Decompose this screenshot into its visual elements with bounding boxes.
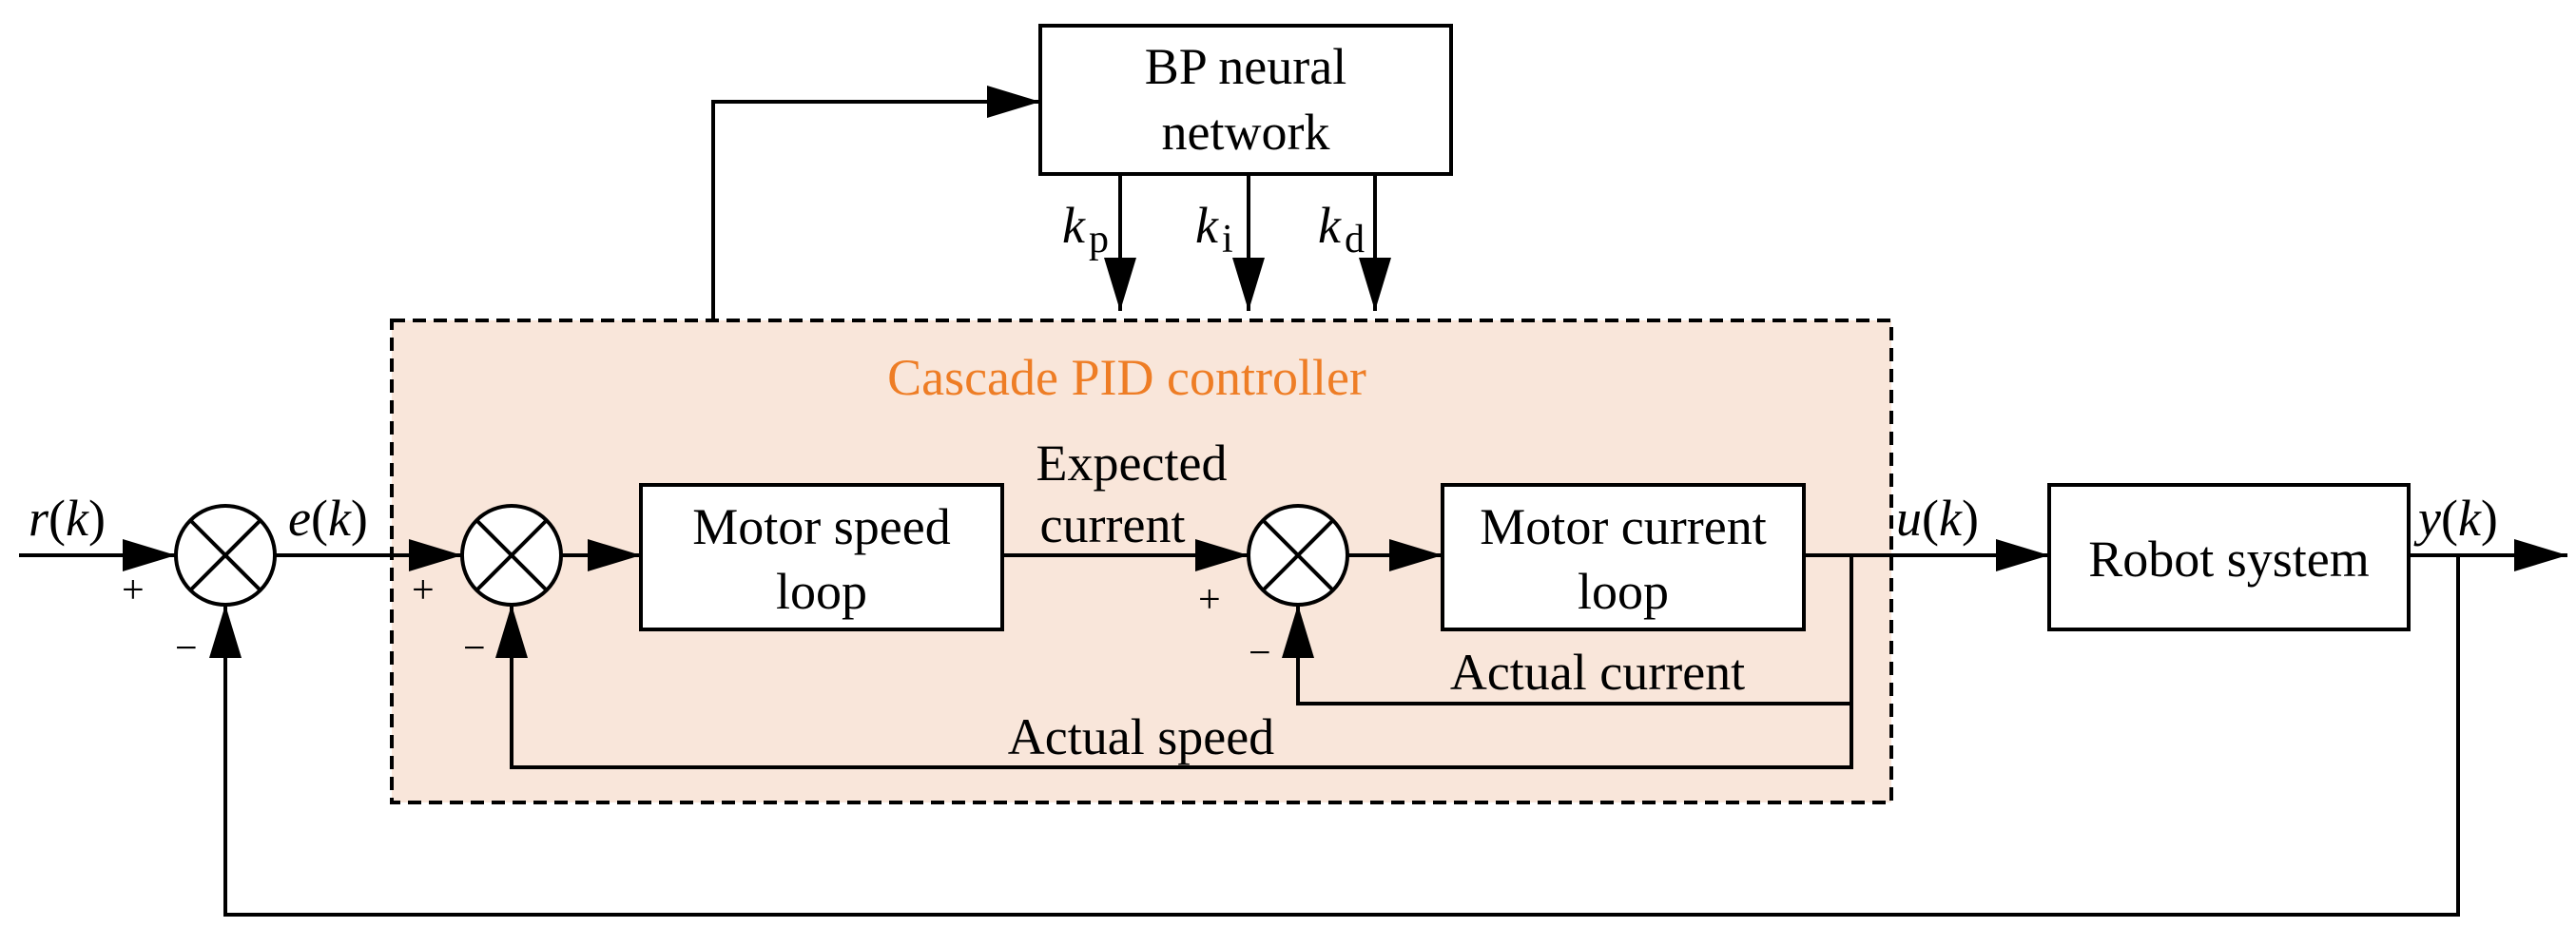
e-k-label: e(k): [288, 490, 368, 547]
u-k-label: u(k): [1896, 490, 1979, 547]
minus-sign-current: −: [1249, 631, 1271, 675]
bp-network-label-line2: network: [1162, 104, 1330, 161]
actual-speed-feedback: [495, 605, 1853, 769]
minus-sign-outer: −: [175, 627, 198, 670]
motor-current-loop-block: Motor current loop: [1441, 483, 1806, 631]
svg-text:u(k): u(k): [1896, 490, 1979, 547]
cascade-pid-title: Cascade PID controller: [887, 349, 1366, 406]
r-k-label: r(k): [29, 490, 106, 547]
svg-text:k: k: [1195, 197, 1219, 254]
kp-label: k p: [1062, 197, 1109, 261]
svg-text:r(k): r(k): [29, 490, 106, 547]
minus-sign-speed: −: [463, 627, 486, 670]
actual-speed-label: Actual speed: [1008, 708, 1274, 765]
plus-sign-current: +: [1198, 578, 1221, 622]
expected-current-label-1: Expected: [1036, 435, 1228, 492]
robot-system-label: Robot system: [2088, 531, 2370, 588]
kd-label: k d: [1318, 197, 1365, 261]
motor-speed-loop-block: Motor speed loop: [639, 483, 1004, 631]
bp-input-line: [711, 86, 1040, 320]
svg-text:k: k: [1318, 197, 1342, 254]
svg-text:e(k): e(k): [288, 490, 368, 547]
actual-current-label: Actual current: [1450, 644, 1745, 701]
outer-feedback: [209, 555, 2460, 917]
svg-text:k: k: [1062, 197, 1086, 254]
bp-neural-network-block: BP neural network: [1038, 24, 1453, 176]
current-loop-line2: loop: [1578, 563, 1669, 620]
actual-current-feedback: [1282, 555, 1853, 705]
summing-junction-speed: [460, 504, 563, 607]
bp-network-label-line1: BP neural: [1145, 38, 1346, 95]
speed-loop-line2: loop: [776, 563, 867, 620]
speed-loop-line1: Motor speed: [692, 498, 950, 555]
current-loop-line1: Motor current: [1480, 498, 1766, 555]
plus-sign-outer: +: [122, 569, 145, 612]
plus-sign-speed: +: [412, 569, 435, 612]
robot-system-block: Robot system: [2047, 483, 2411, 631]
svg-text:p: p: [1089, 218, 1109, 261]
svg-text:y(k): y(k): [2413, 490, 2498, 547]
svg-text:i: i: [1222, 218, 1233, 261]
svg-text:d: d: [1345, 218, 1365, 261]
summing-junction-current: [1247, 504, 1349, 607]
expected-current-label-2: current: [1040, 496, 1186, 553]
ki-label: k i: [1195, 197, 1233, 261]
summing-junction-outer: [174, 504, 277, 607]
y-k-label: y(k): [2413, 490, 2498, 547]
